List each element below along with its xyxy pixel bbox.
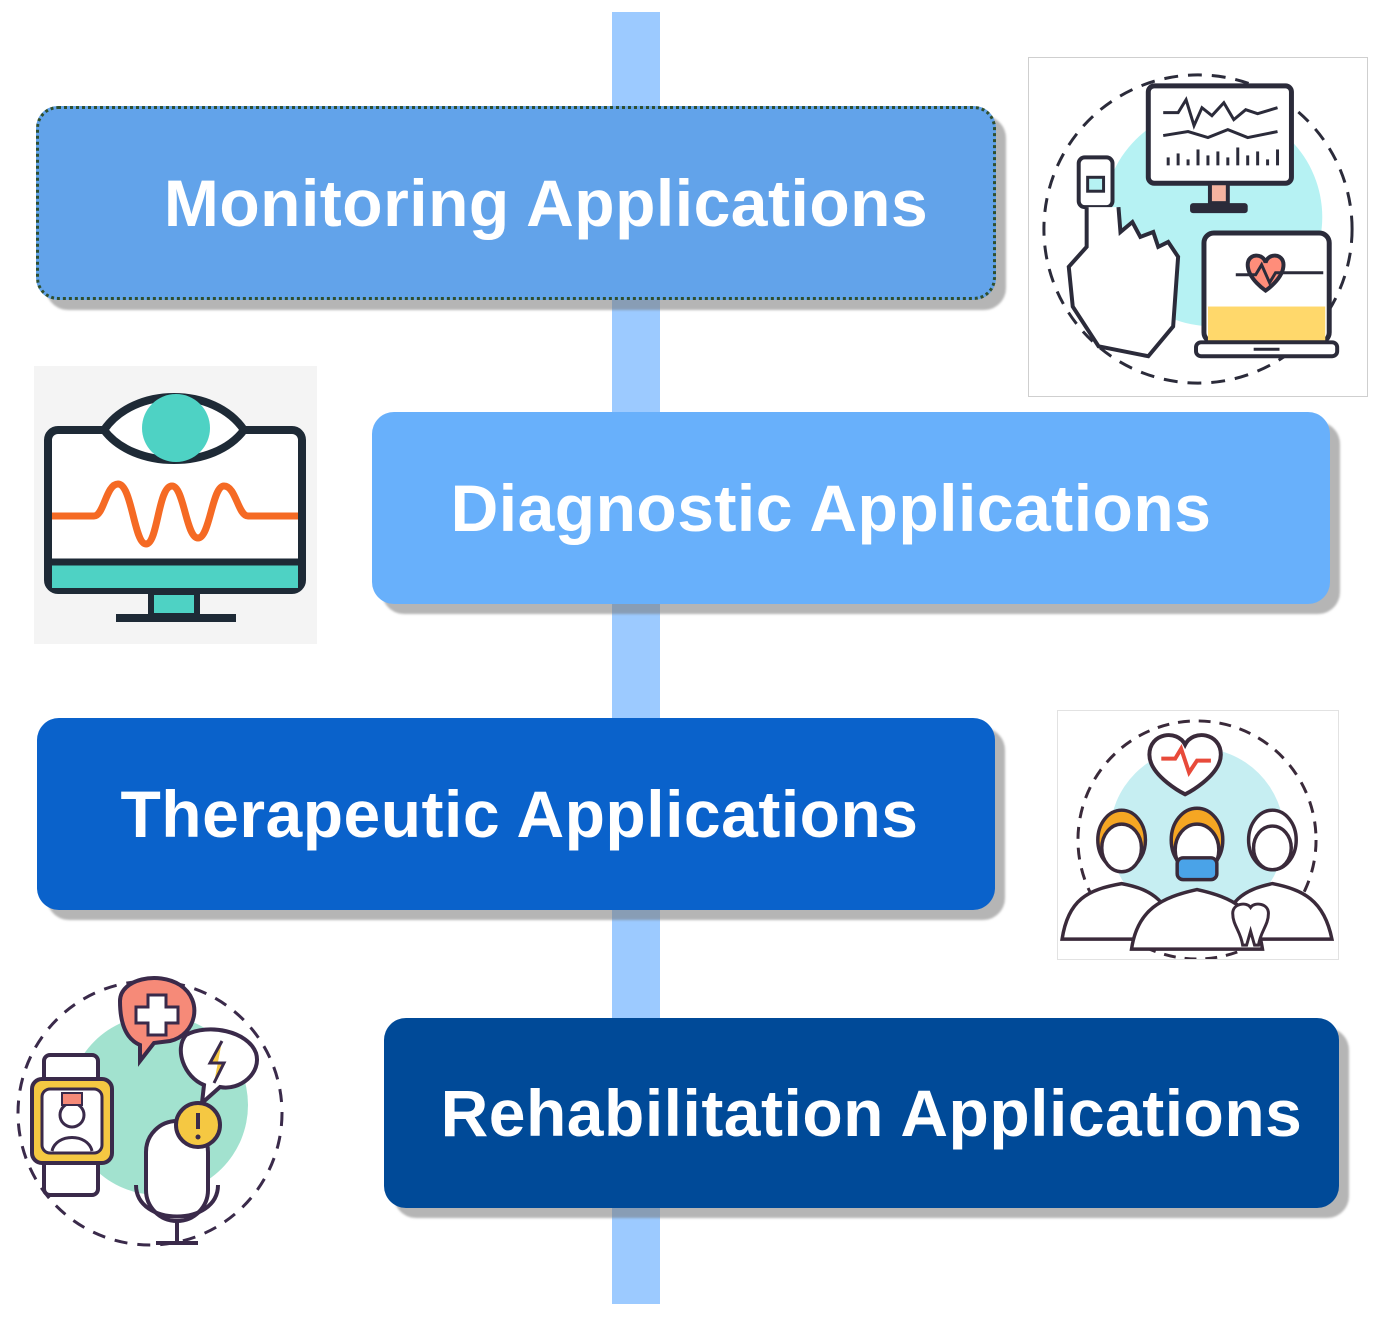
therapeutic-applications-box: Therapeutic Applications — [37, 718, 995, 910]
eye-monitor-icon — [34, 366, 317, 644]
monitoring-applications-box: Monitoring Applications — [36, 106, 996, 300]
therapeutic-applications-label: Therapeutic Applications — [120, 777, 919, 851]
rehabilitation-applications-box: Rehabilitation Applications — [384, 1018, 1339, 1208]
medical-team-icon — [1057, 710, 1339, 960]
rehabilitation-applications-label: Rehabilitation Applications — [440, 1076, 1303, 1150]
diagnostic-applications-label: Diagnostic Applications — [450, 471, 1212, 545]
patient-monitor-icon — [1028, 57, 1368, 397]
diagnostic-applications-box: Diagnostic Applications — [372, 412, 1330, 604]
monitoring-applications-label: Monitoring Applications — [163, 166, 929, 240]
smartwatch-voice-icon — [8, 965, 291, 1257]
